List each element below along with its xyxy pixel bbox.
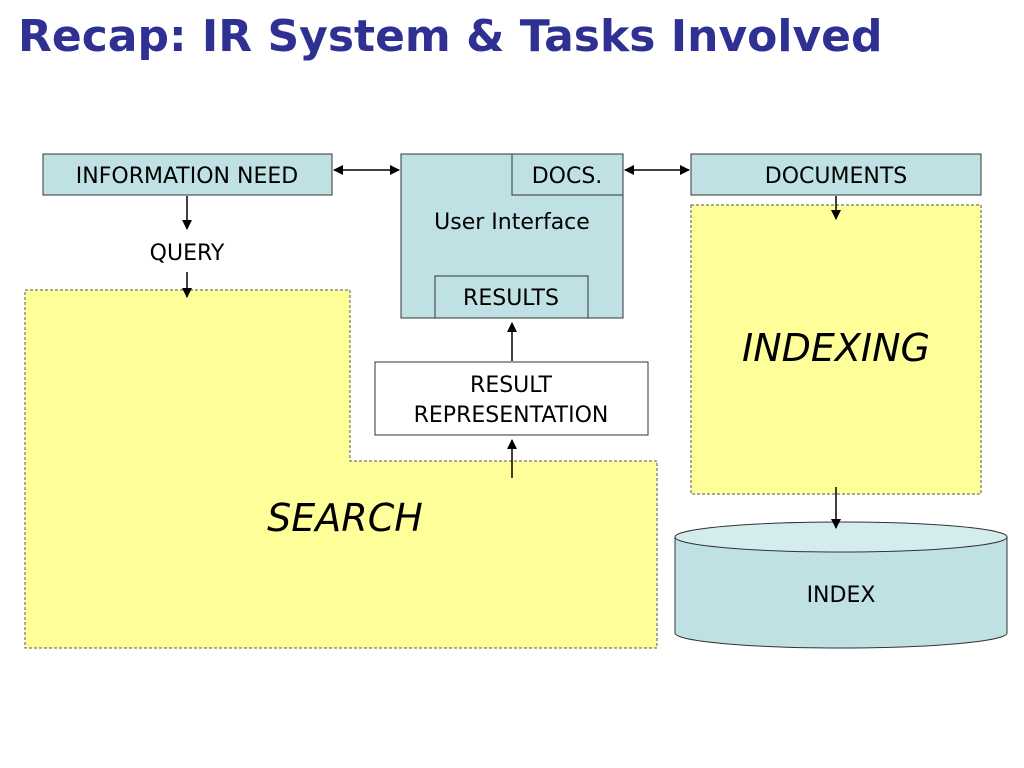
result-representation-label-line2: REPRESENTATION — [414, 403, 609, 428]
results-label: RESULTS — [463, 286, 559, 311]
query-label: QUERY — [150, 241, 225, 266]
information-need-label: INFORMATION NEED — [76, 164, 298, 189]
documents-box — [690, 153, 982, 196]
documents-label: DOCUMENTS — [765, 164, 907, 189]
index-cylinder — [674, 521, 1008, 649]
indexing-label: INDEXING — [742, 326, 930, 370]
result-representation-box — [374, 361, 649, 436]
index-cylinder-body — [674, 537, 1008, 649]
docs-short-label: DOCS. — [532, 164, 603, 189]
indexing-region — [690, 204, 982, 495]
search-region — [24, 289, 658, 649]
user-interface-label: User Interface — [434, 210, 590, 235]
search-label: SEARCH — [267, 496, 423, 540]
result-representation-label-line1: RESULT — [470, 373, 552, 398]
slide-title: Recap: IR System & Tasks Involved — [18, 11, 883, 62]
results-box — [434, 275, 589, 319]
index-cylinder-top — [674, 521, 1008, 553]
information-need-box — [42, 153, 333, 196]
index-label: INDEX — [807, 583, 876, 608]
docs-short-box — [511, 153, 624, 196]
